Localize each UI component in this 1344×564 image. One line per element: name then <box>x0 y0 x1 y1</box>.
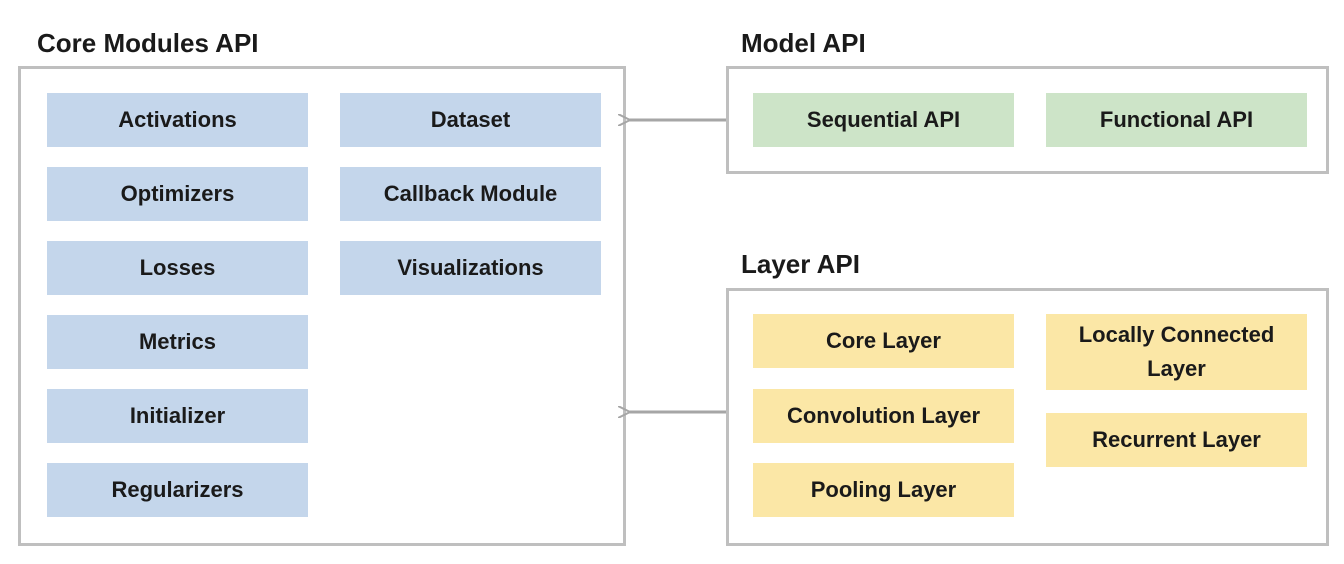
layer-core: Core Layer <box>753 314 1014 368</box>
core-module-metrics: Metrics <box>47 315 308 369</box>
core-module-callback: Callback Module <box>340 167 601 221</box>
core-module-losses: Losses <box>47 241 308 295</box>
layer-pooling: Pooling Layer <box>753 463 1014 517</box>
core-module-dataset: Dataset <box>340 93 601 147</box>
model-sequential-api: Sequential API <box>753 93 1014 147</box>
model-functional-api: Functional API <box>1046 93 1307 147</box>
model-api-title: Model API <box>741 28 866 58</box>
core-module-activations: Activations <box>47 93 308 147</box>
core-module-optimizers: Optimizers <box>47 167 308 221</box>
layer-api-title: Layer API <box>741 249 860 279</box>
layer-convolution: Convolution Layer <box>753 389 1014 443</box>
core-module-regularizers: Regularizers <box>47 463 308 517</box>
core-modules-title: Core Modules API <box>37 28 259 58</box>
layer-recurrent: Recurrent Layer <box>1046 413 1307 467</box>
core-module-visualizations: Visualizations <box>340 241 601 295</box>
layer-locally-connected: Locally Connected Layer <box>1046 314 1307 390</box>
core-module-initializer: Initializer <box>47 389 308 443</box>
